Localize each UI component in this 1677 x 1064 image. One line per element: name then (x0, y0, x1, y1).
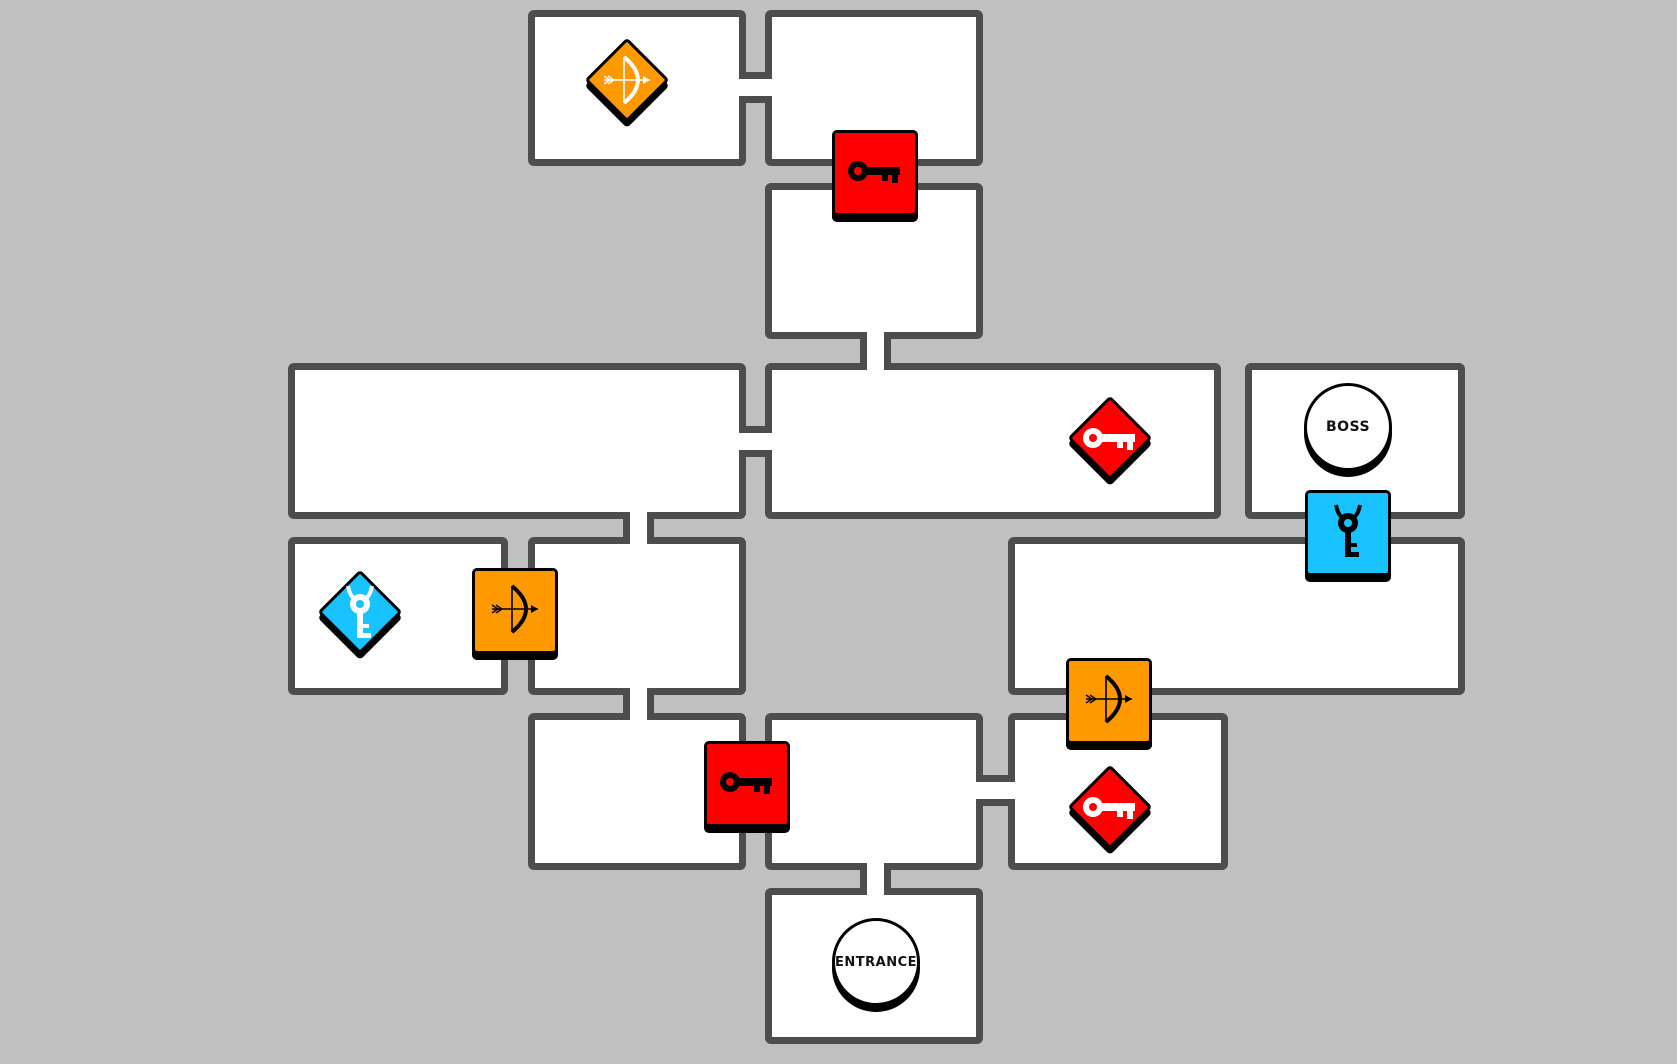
key-icon (718, 765, 776, 803)
corridor-lower-right (976, 775, 1015, 806)
bow-icon (582, 35, 672, 125)
key-item-upper (1065, 393, 1155, 483)
key-icon (1065, 762, 1155, 852)
entrance-node: ENTRANCE (832, 918, 920, 1006)
boss-key-icon (315, 567, 405, 657)
boss-node: BOSS (1304, 383, 1392, 471)
corridor-wide-left-down (623, 512, 654, 544)
boss-key-lock (1305, 490, 1391, 576)
room-bow-door (528, 537, 746, 695)
boss-key-item (315, 567, 405, 657)
room-lower-center (765, 713, 983, 870)
bow-icon (1076, 666, 1142, 736)
bow-lock-right (1066, 658, 1152, 744)
corridor-top (739, 72, 772, 103)
bow-lock-left (472, 568, 558, 654)
key-icon (846, 154, 904, 192)
entrance-label: ENTRANCE (835, 954, 917, 970)
corridor-wide-rooms (739, 426, 772, 457)
corridor-bow-door-down (623, 688, 654, 720)
room-top-left (528, 10, 746, 166)
bow-item (582, 35, 672, 125)
room-wide-left (288, 363, 746, 519)
corridor-entrance (860, 863, 891, 895)
key-item-lower (1065, 762, 1155, 852)
key-lock-lower (704, 741, 790, 827)
boss-label: BOSS (1325, 419, 1371, 435)
corridor-to-wide-center (860, 332, 891, 370)
key-lock-top (832, 130, 918, 216)
key-icon (1065, 393, 1155, 483)
bow-icon (482, 576, 548, 646)
boss-key-icon (1328, 501, 1368, 565)
